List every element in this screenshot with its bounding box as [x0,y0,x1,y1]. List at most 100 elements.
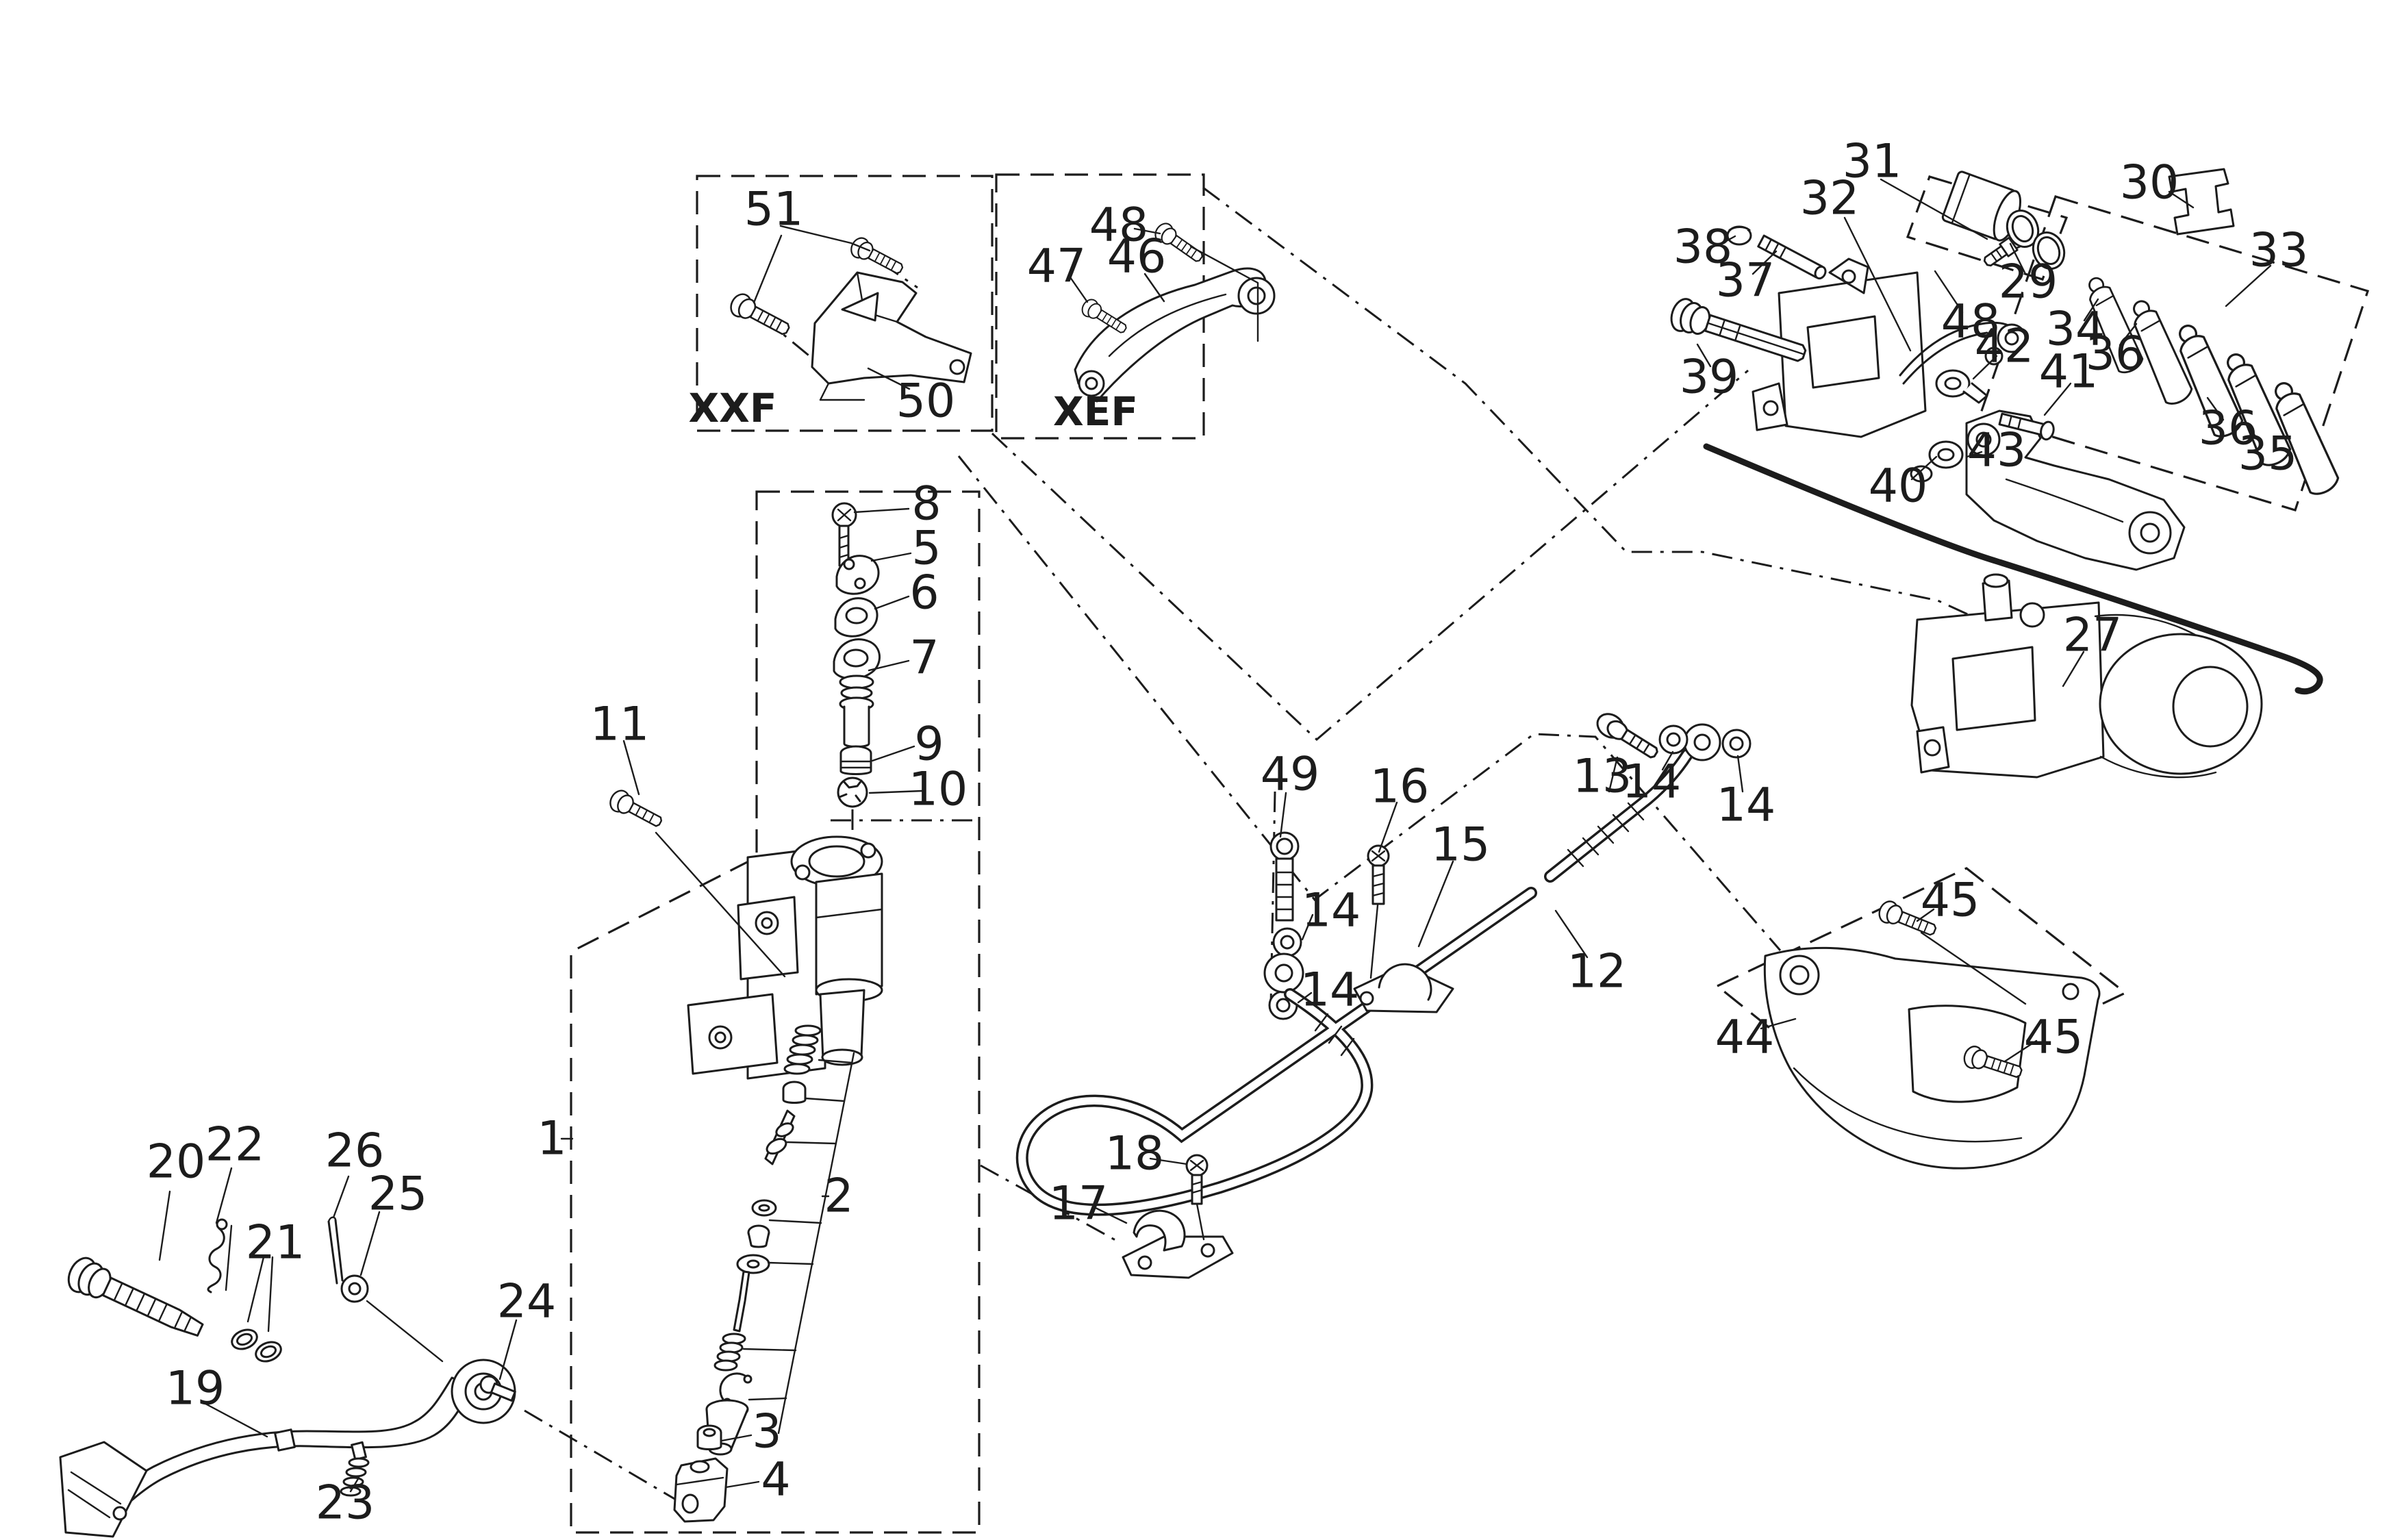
guard-bracket-50-drawing [811,271,972,401]
washer-14-a-drawing [1272,927,1302,957]
part-label-41-19: 41 [2039,345,2099,399]
banjo-bolt-49-drawing [1269,831,1300,922]
washer-14-c-drawing [1658,724,1689,755]
plug-38-drawing [1726,225,1752,246]
xef-ref-box [995,173,1205,440]
part-label-48-13: 48 [1941,295,2001,349]
piston-kit-2-drawing [705,1024,855,1456]
part-label-48-4: 48 [1089,199,1149,253]
banjo-bolt-13-drawing [1596,713,1658,759]
part-label-3-34: 3 [752,1405,781,1459]
part-label-14-43: 14 [1622,755,1682,809]
brake-pads-33-36-drawing [2082,272,2342,498]
brake-hose-12-drawing [1015,723,1721,1216]
part-label-45-49: 45 [2024,1011,2084,1065]
retaining-clip-10-drawing [837,777,868,837]
bolt-48-axis [1189,245,1259,342]
part-label-6-27: 6 [909,566,939,620]
reservoir-cap-5-drawing [835,555,880,595]
part-label-23-57: 23 [316,1476,375,1530]
part-label-9-29: 9 [914,718,944,772]
part-label-12-41: 12 [1567,945,1627,999]
cap-screw-8-drawing [831,502,857,567]
cap-plate-6-drawing [834,597,878,638]
part-label-20-50: 20 [147,1135,206,1189]
part-label-51-0: 51 [744,183,804,237]
part-label-34-17: 34 [2046,303,2106,357]
spring-clip-22-drawing [207,1218,233,1293]
clamp-screw-18-drawing [1185,1154,1209,1205]
part-label-31-7: 31 [1843,135,1902,189]
master-cylinder-kit-box-1 [560,490,981,1534]
grommet-9-drawing [839,745,872,775]
pad-retainer-30-drawing [2168,168,2235,236]
o-rings-21-drawing [231,1328,282,1363]
part-label-18-45: 18 [1105,1127,1165,1181]
part-label-39-11: 39 [1680,351,1739,405]
ref-tag-xxf: XXF [688,385,776,431]
bolt-45-axis [1920,931,2027,1005]
part-label-29-12: 29 [1999,255,2058,310]
part-number-labels: 5150XXF474846XEF313238373929484230333436… [147,135,2309,1530]
part-label-1-32: 1 [537,1112,566,1166]
part-label-19-56: 19 [166,1362,225,1416]
part-label-8-25: 8 [911,477,941,531]
part-label-49-36: 49 [1261,748,1320,802]
part-label-16-37: 16 [1370,760,1430,814]
part-label-15-38: 15 [1431,818,1491,872]
part-label-22-51: 22 [205,1118,265,1172]
part-label-30-15: 30 [2120,156,2179,210]
section-boundary-curve [1703,443,2323,695]
bolt-51-a [726,290,794,342]
hose-screw-16-drawing [1367,844,1390,905]
part-label-27-24: 27 [2063,609,2123,663]
part-label-21-54: 21 [246,1216,305,1270]
part-label-13-42: 13 [1573,750,1632,804]
part-label-33-16: 33 [2249,224,2309,278]
part-label-17-46: 17 [1049,1177,1109,1231]
part-label-2-33: 2 [824,1170,853,1224]
part-label-38-9: 38 [1673,220,1733,275]
master-cylinder-body-drawing [687,835,883,1080]
part-label-10-30: 10 [909,763,968,817]
pushrod-nut-3-drawing [696,1424,722,1450]
clevis-joint-4-drawing [673,1457,729,1523]
part-label-36-18: 36 [2086,327,2145,381]
part-label-14-40: 14 [1300,963,1360,1018]
label-leader-lines [158,178,2272,1493]
caliper-half-drawing [1752,257,1927,438]
ref-tag-xef: XEF [1053,388,1138,435]
bleeder-pipe-32-drawing [1899,321,2027,385]
washer-25-drawing [340,1274,369,1303]
part-label-7-28: 7 [909,631,939,685]
part-label-35-21: 35 [2238,427,2298,481]
part-label-46-5: 46 [1107,230,1167,284]
caliper-bracket-46-drawing [1074,267,1276,403]
diaphragm-7-drawing [833,638,881,748]
part-label-36-20: 36 [2199,402,2258,456]
part-label-44-47: 44 [1715,1011,1775,1065]
cotter-pin-26-drawing [327,1216,344,1285]
part-label-26-52: 26 [325,1124,385,1178]
part-label-5-26: 5 [911,522,941,576]
pivot-bolt-20-drawing [67,1257,204,1337]
reservoir-screw-11-drawing [609,790,663,827]
part-label-45-48: 45 [1921,874,1980,928]
part-label-43-22: 43 [1967,424,2027,478]
part-label-40-23: 40 [1869,459,1928,514]
part-label-42-14: 42 [1975,320,2034,374]
pedal-pin-24-drawing [479,1375,516,1402]
part-label-11-31: 11 [590,698,650,752]
caliper-bolt-39-drawing [1670,298,1807,362]
part-label-14-39: 14 [1302,884,1361,938]
hose-clamp-15-drawing [1353,963,1454,1013]
part-label-25-53: 25 [368,1167,428,1222]
rear-caliper-27-drawing [1910,573,2263,779]
washer-14-d-drawing [1721,729,1752,759]
part-label-50-1: 50 [896,375,956,429]
xxf-ref-box [696,175,994,432]
brake-pedal-19-drawing [59,1359,516,1538]
piston-seal-kit-box [1906,175,2069,281]
